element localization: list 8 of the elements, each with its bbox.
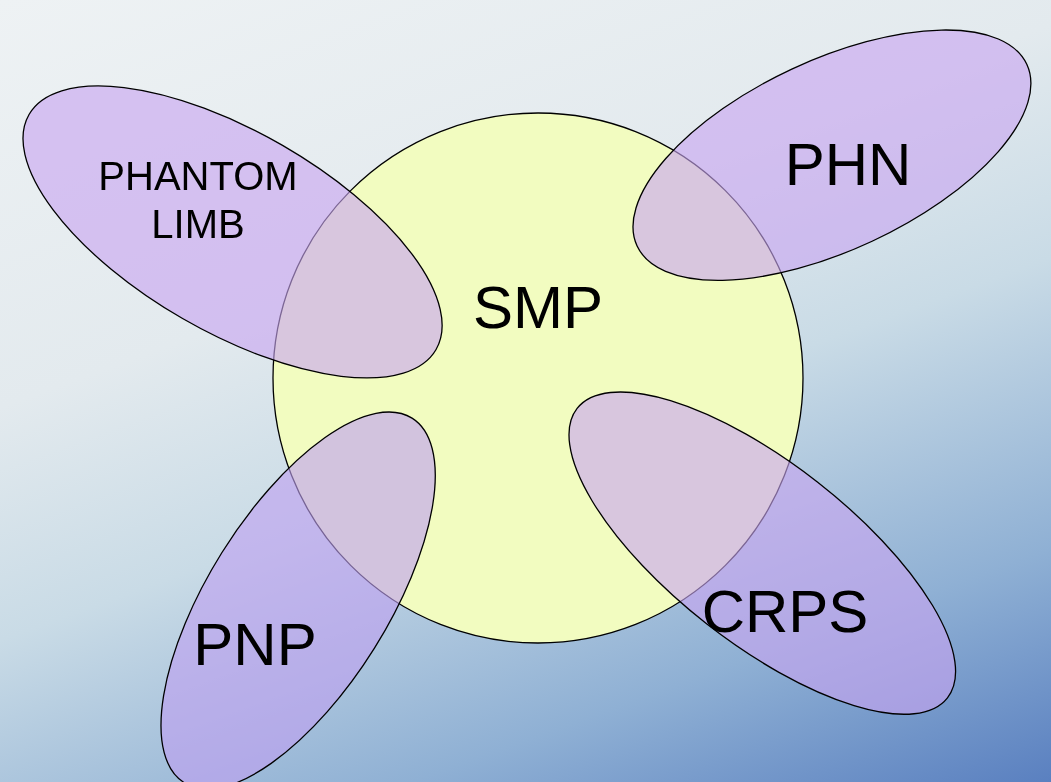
- ellipse-shape: [23, 86, 443, 378]
- node-label: CRPS: [700, 577, 870, 647]
- node-label: PHANTOM LIMB: [97, 153, 299, 248]
- ellipse-shape: [568, 391, 956, 715]
- ellipse-shape: [633, 29, 1031, 281]
- node-label: PHN: [783, 130, 913, 200]
- node-label: SMP: [472, 273, 604, 343]
- node-label: PNP: [192, 610, 318, 680]
